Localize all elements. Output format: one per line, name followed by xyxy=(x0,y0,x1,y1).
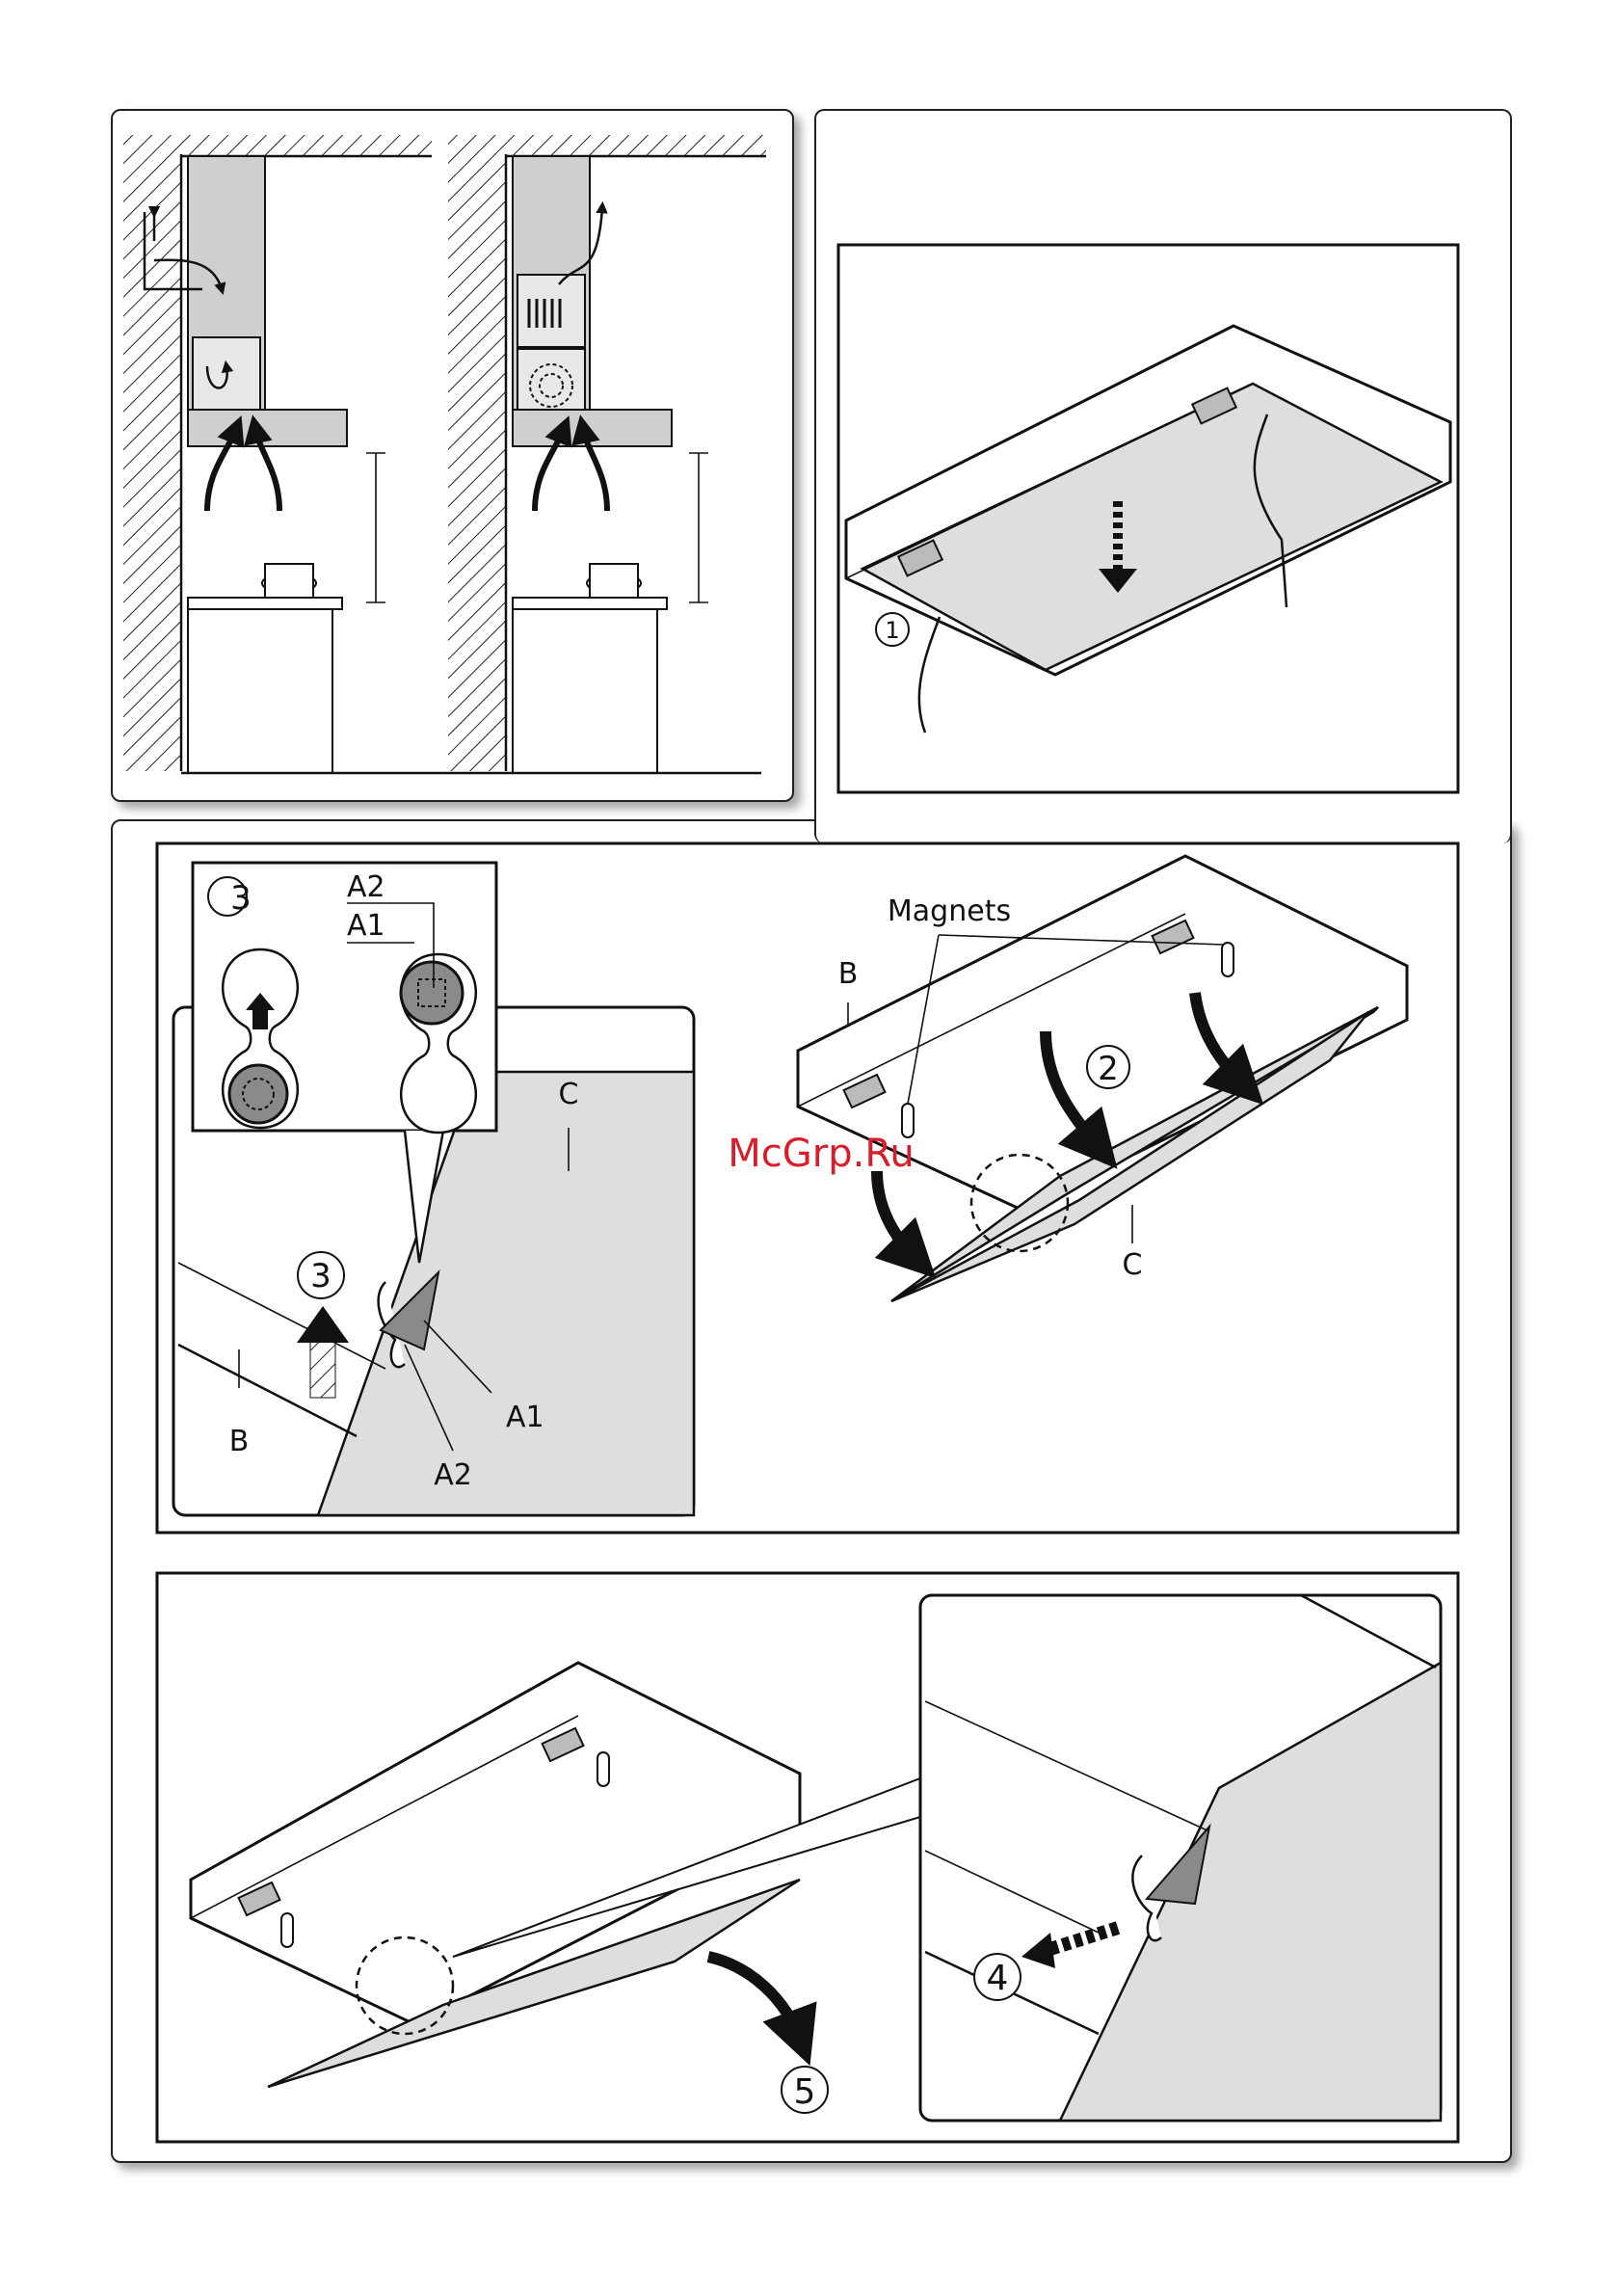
watermark: McGrp.Ru xyxy=(728,1132,914,1176)
installation-ducted xyxy=(123,135,438,773)
step-2-label: 2 xyxy=(1098,1050,1119,1088)
step-4-label: 4 xyxy=(987,1959,1009,1998)
label-magnets: Magnets xyxy=(888,894,1011,928)
label-b-detail: B xyxy=(229,1425,250,1458)
label-a1-inset: A1 xyxy=(347,909,385,943)
label-b-hood: B xyxy=(838,957,859,991)
label-a2-inset: A2 xyxy=(347,870,385,904)
step-3-inset-label: 3 xyxy=(230,879,252,918)
label-a2-detail: A2 xyxy=(434,1458,472,1492)
installation-recirculating xyxy=(438,135,766,773)
label-c-hood: C xyxy=(1123,1248,1143,1282)
step-1-label: 1 xyxy=(885,617,899,644)
step-3-label: 3 xyxy=(310,1257,332,1295)
label-c-detail: C xyxy=(559,1078,579,1111)
label-a1-detail: A1 xyxy=(506,1401,544,1434)
step-5-label: 5 xyxy=(794,2072,816,2112)
